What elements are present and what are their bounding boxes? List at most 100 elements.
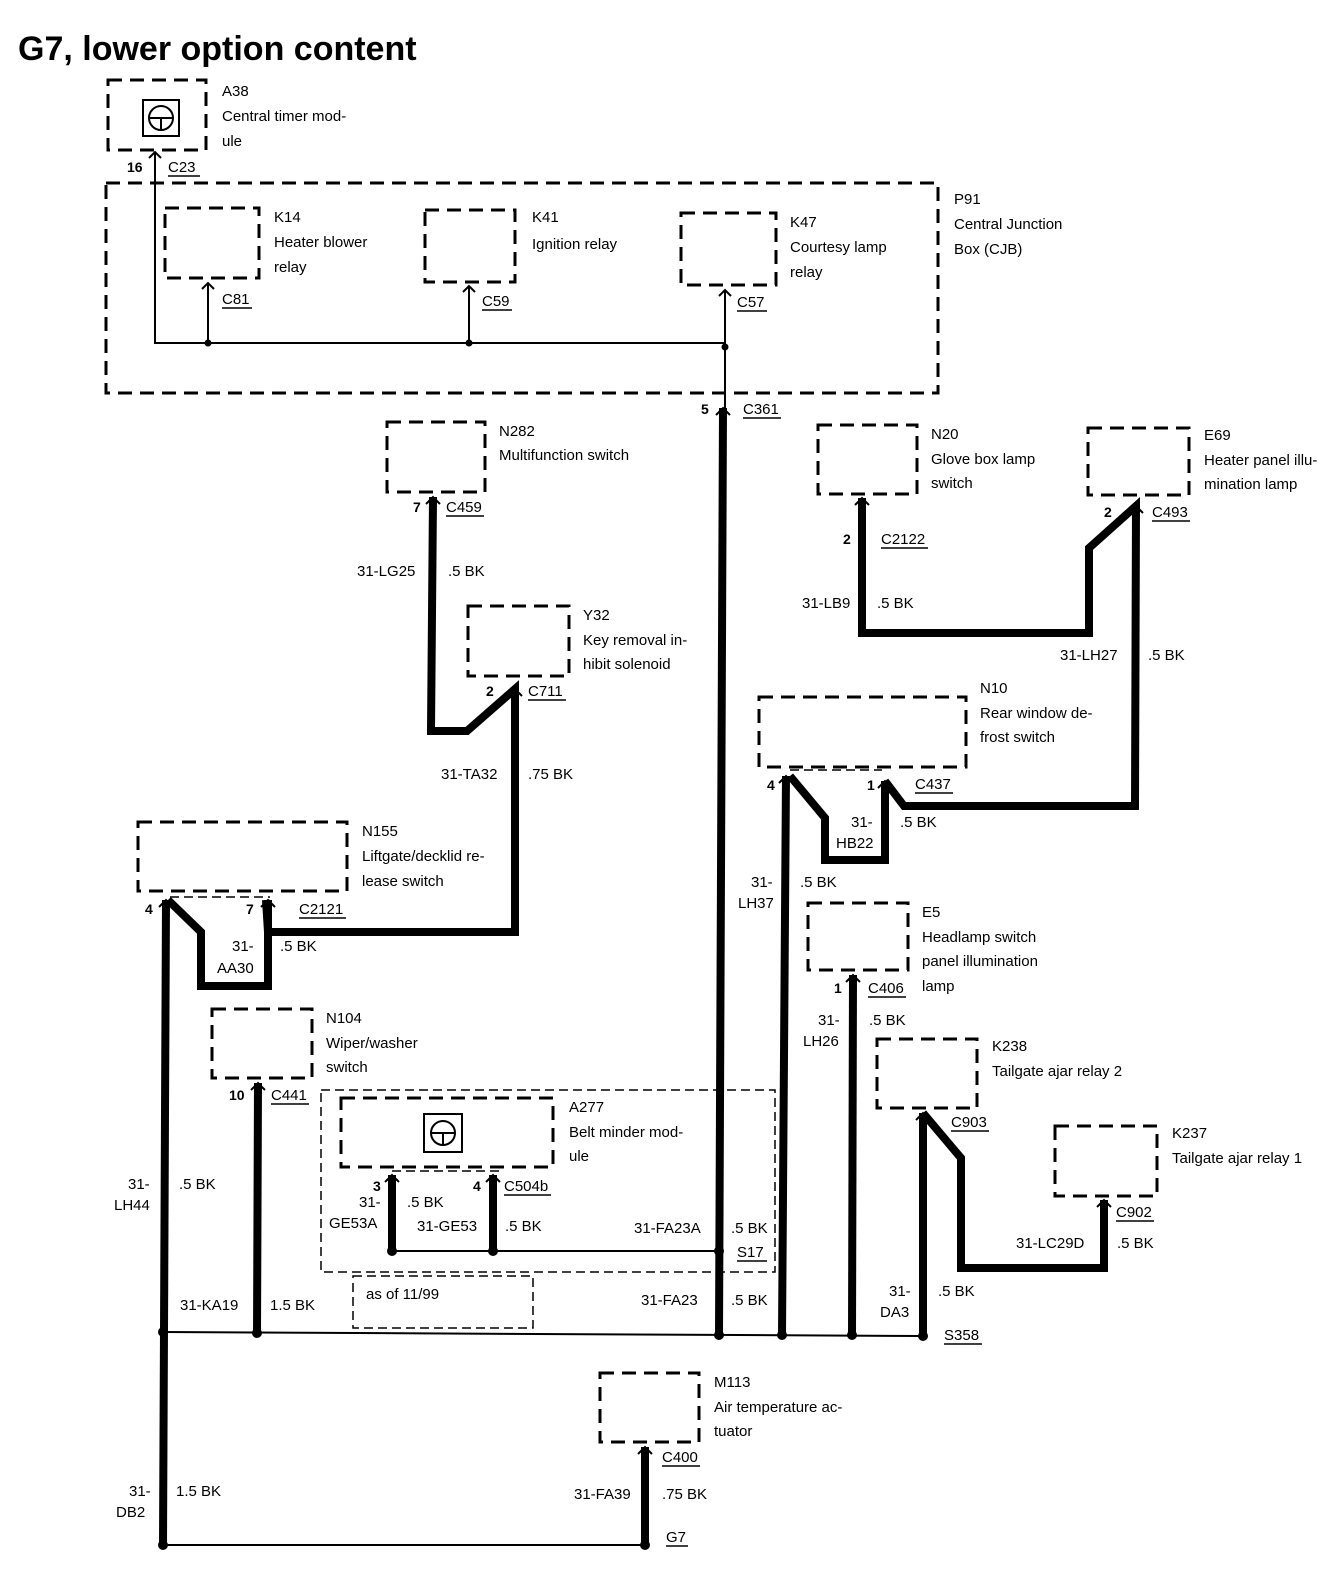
component-label: lease switch [362,873,444,890]
note-label: as of 11/99 [366,1286,439,1303]
component-k238: K238 Tailgate ajar relay 2 [875,1037,1122,1110]
wire-hb22 [786,773,889,864]
splice-dot [714,1330,724,1340]
connector-label-c2122: C2122 [881,531,925,548]
connector-label-c406: C406 [868,980,904,997]
connector-chevron-icon [148,150,162,159]
k47-box [679,211,778,287]
a277-box [339,1096,555,1169]
bus-wire [154,152,725,344]
component-n104: N104 Wiper/washer switch [210,1007,418,1080]
component-id: N282 [499,423,535,440]
wire-circuit: 31- [751,874,773,891]
k237-box [1053,1124,1159,1198]
connector-label-c2121: C2121 [299,901,343,918]
wire-circuit: AA30 [217,960,254,977]
n10-box [757,695,968,769]
splice-dot [387,1246,397,1256]
component-label: Heater blower [274,234,367,251]
pin-number: 5 [701,401,709,417]
e5-box [806,901,910,972]
wire-spec: .5 BK [938,1283,975,1300]
connector-chevron-icon [250,1081,266,1091]
connector-label-c441: C441 [271,1087,307,1104]
connector-chevron-icon [1128,504,1144,514]
component-e5: E5 Headlamp switch panel illumination la… [806,901,1038,995]
component-label: Box (CJB) [954,241,1022,258]
component-m113: M113 Air temperature ac- tuator [598,1371,842,1444]
connector-label-c361: C361 [743,401,779,418]
n104-box [210,1007,314,1080]
connector-label-c81: C81 [222,291,250,308]
wire-circuit: 31-GE53 [417,1218,477,1235]
component-label: Key removal in- [583,632,687,649]
splice-label-s17: S17 [737,1244,764,1261]
wire-spec: .5 BK [1117,1235,1154,1252]
component-label: Wiper/washer [326,1035,418,1052]
wire-spec: .5 BK [877,595,914,612]
component-label: ule [222,133,242,150]
component-n10: N10 Rear window de- frost switch [757,680,1093,769]
page-title: G7, lower option content [18,30,417,68]
a38-box [106,78,208,152]
wire-circuit: 31- [232,938,254,955]
connector-chevrons [158,406,1144,1455]
component-a38: A38 Central timer mod- ule [106,78,346,152]
wire-spec: .5 BK [800,874,837,891]
wire-lh37 [778,775,790,1336]
wire-lh44-db2 [159,899,170,1546]
component-id: A38 [222,83,249,100]
wire-circuit: 31-LB9 [802,595,850,612]
component-id: K238 [992,1038,1027,1055]
n20-box [816,423,919,496]
connector-chevron-icon [425,495,441,505]
wire-circuit: 31-FA23A [634,1220,701,1237]
component-id: N10 [980,680,1008,697]
wire-spec: .5 BK [448,563,485,580]
component-label: ule [569,1148,589,1165]
n155-box [136,820,349,893]
connector-chevron-icon [915,1111,931,1121]
component-label: Tailgate ajar relay 1 [1172,1150,1302,1167]
wire-circuit: 31- [889,1283,911,1300]
splice-dot [918,1331,928,1341]
component-label: Courtesy lamp [790,239,887,256]
component-id: P91 [954,191,981,208]
wire-lh26 [848,974,857,1336]
cjb-internal-wiring [148,150,732,408]
wire-circuit: 31-LH27 [1060,647,1118,664]
component-n20: N20 Glove box lamp switch [816,423,1035,496]
connector-label-c437: C437 [915,776,951,793]
connector-chevron-icon [718,288,732,297]
wire-spec: .75 BK [528,766,573,783]
component-label: tuator [714,1423,752,1440]
connector-chevron-icon [845,973,861,983]
wire-circuit: GE53A [329,1215,377,1232]
wire-labels: 31-LG25 .5 BK 31-TA32 .75 BK 31-LB9 .5 B… [114,563,1185,1521]
wire-spec: .75 BK [662,1486,707,1503]
note-box [352,1275,534,1329]
component-label: switch [931,475,973,492]
connector-label-c903: C903 [951,1114,987,1131]
e69-box [1086,426,1191,497]
wire-circuit: 31-LG25 [357,563,415,580]
connector-label-c493: C493 [1152,504,1188,521]
k41-box [423,208,517,284]
wire-circuit: LH26 [803,1033,839,1050]
connector-label-c57: C57 [737,294,765,311]
splice-dot [777,1330,787,1340]
connector-chevron-icon [778,774,794,784]
component-label: hibit solenoid [583,656,671,673]
pin-number: 7 [246,901,254,917]
steering-spokes-icon [149,117,173,130]
connector-chevron-icon [462,284,476,293]
wire-circuit: 31- [128,1176,150,1193]
component-id: Y32 [583,607,610,624]
wire-circuit: DB2 [116,1504,145,1521]
wire-circuit: LH44 [114,1197,150,1214]
junction-dot [204,339,212,347]
junction-dot [721,343,729,351]
wire-circuit: 31-FA39 [574,1486,631,1503]
splice-lines [158,1246,928,1550]
splice-dot [714,1246,724,1256]
